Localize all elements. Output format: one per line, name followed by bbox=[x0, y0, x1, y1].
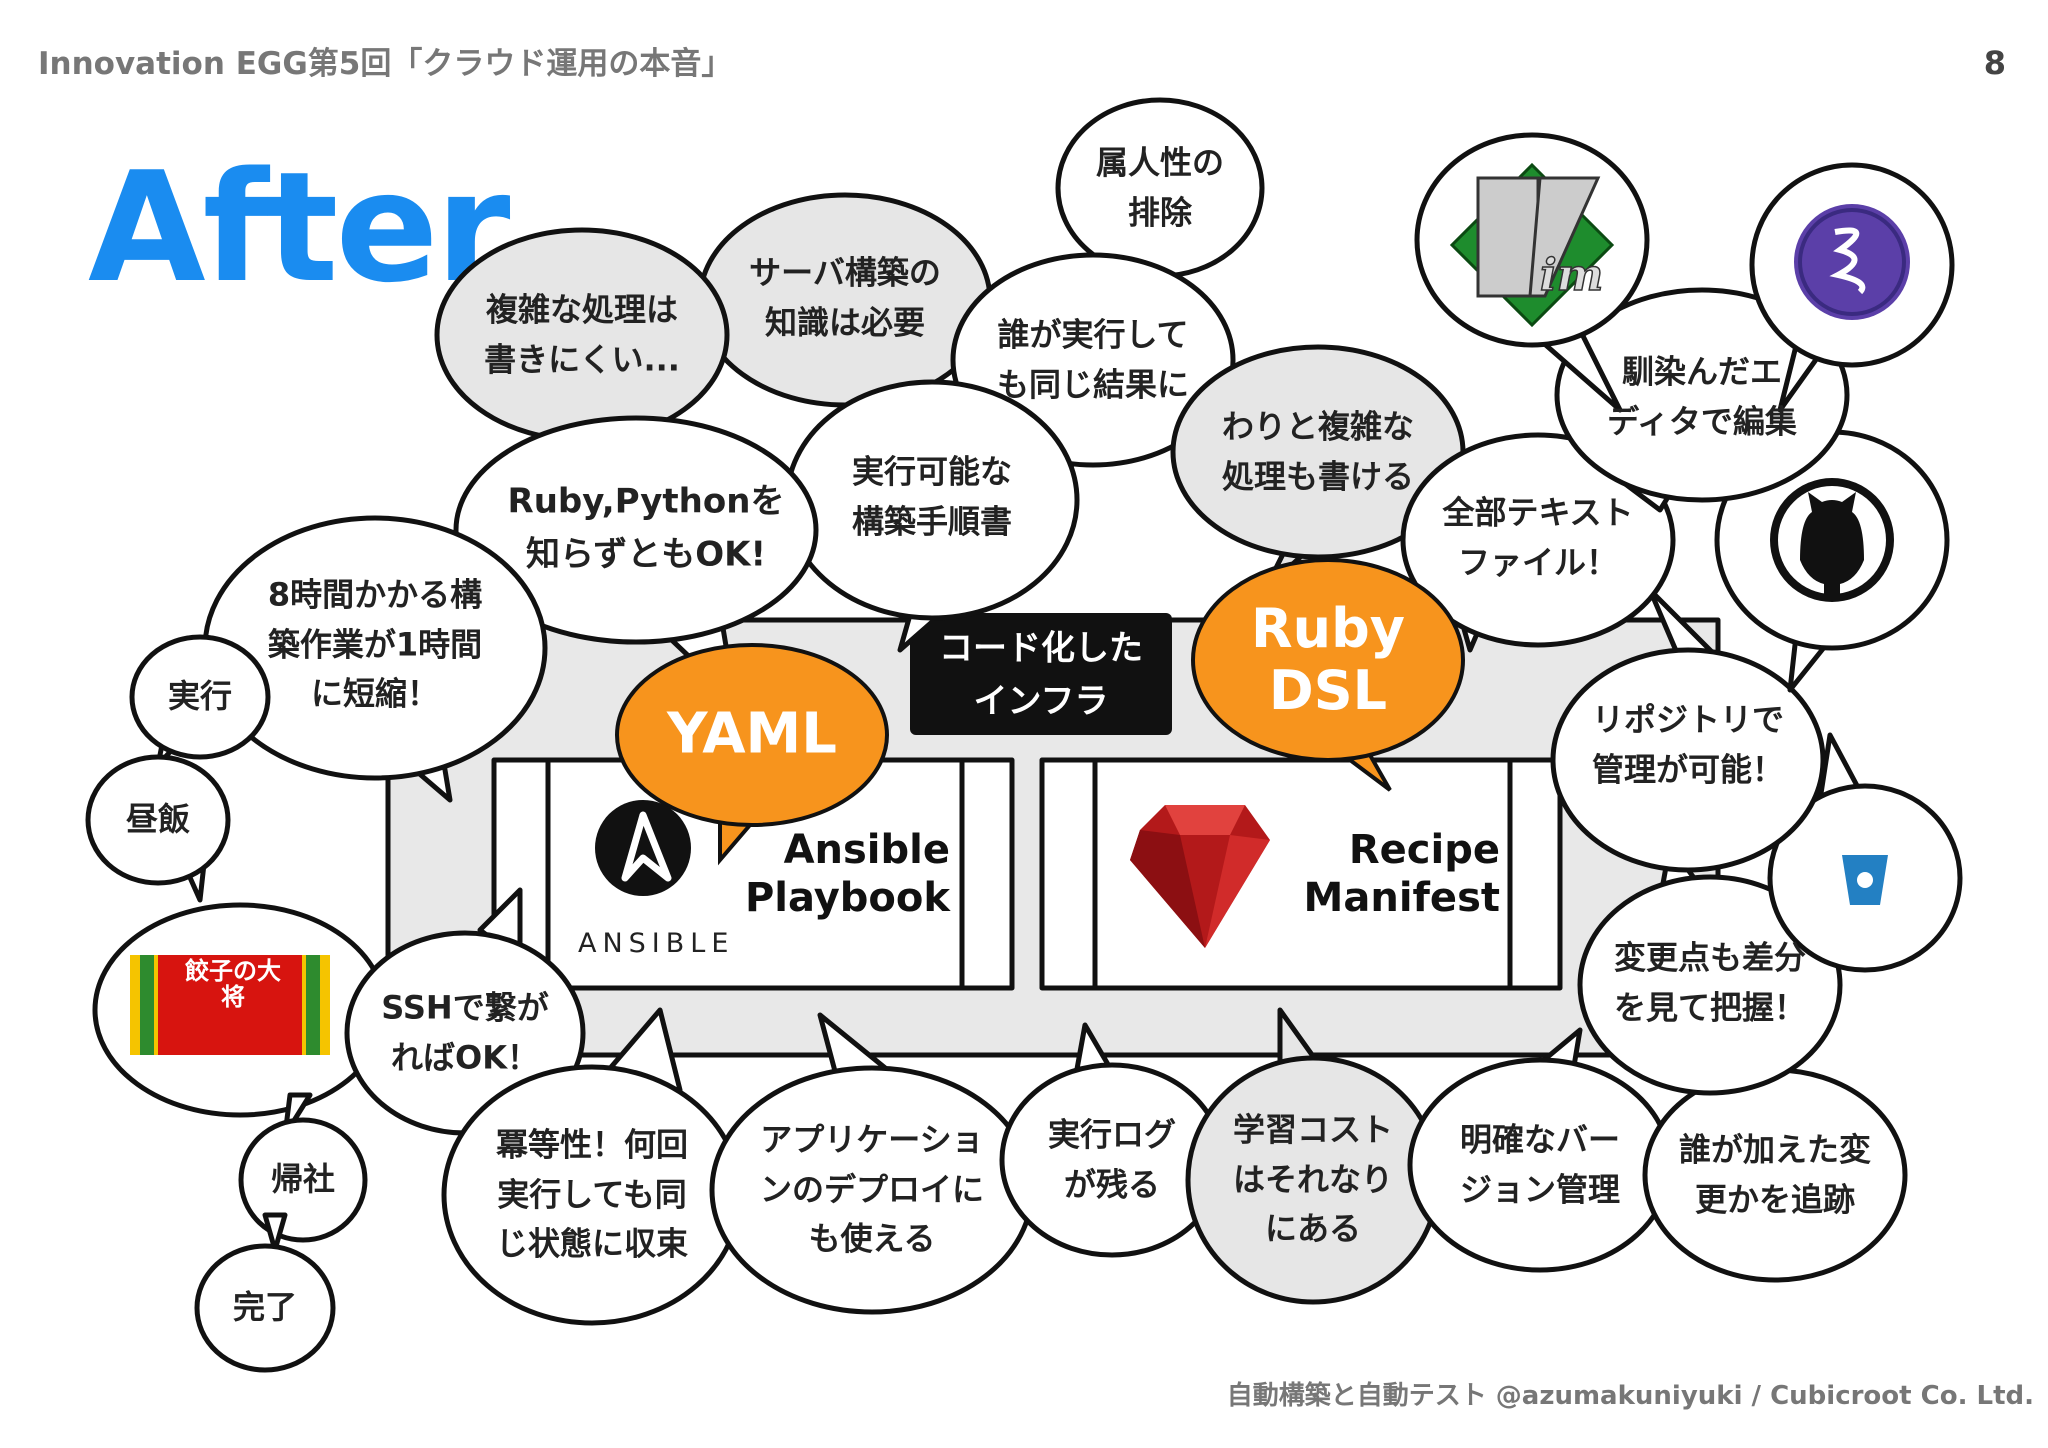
bubble-fukuzatsu-text: 複雑な処理は 書きにくい... bbox=[484, 290, 680, 378]
bubble-zokujin-text: 属人性の 排除 bbox=[1095, 143, 1225, 231]
slide-heading: After bbox=[88, 139, 510, 316]
vim-icon: im bbox=[1449, 162, 1615, 328]
bubble-repo-text: リポジトリで 管理が可能！ bbox=[1591, 700, 1785, 788]
bubble-yaml bbox=[615, 643, 889, 866]
page-number: 8 bbox=[1983, 44, 2006, 82]
gyoza-logo-text: 餃子の大将 bbox=[185, 957, 281, 1012]
github-icon bbox=[1770, 478, 1894, 602]
bubble-log-text: 実行ログ が残る bbox=[1047, 1115, 1177, 1203]
code-infra-label: コード化した インフラ bbox=[939, 622, 1143, 727]
bubble-hirumeshi-text: 昼飯 bbox=[125, 800, 191, 839]
code-infra-label-bg bbox=[910, 613, 1172, 735]
bubble-hachi bbox=[202, 515, 548, 803]
bubble-ssh-text: SSHで繋が ればOK！ bbox=[381, 988, 549, 1076]
bubble-kanryo bbox=[194, 1212, 336, 1373]
ansible-logo-icon bbox=[595, 800, 691, 896]
bubble-gakushu bbox=[1185, 1007, 1441, 1305]
code-infra-label-text: コード化した インフラ bbox=[939, 628, 1143, 721]
bubble-dare-text: 誰が実行して も同じ結果に bbox=[996, 315, 1190, 403]
bubble-jikkou-text: 実行 bbox=[167, 677, 233, 716]
svg-text:im: im bbox=[1540, 250, 1603, 301]
gyoza-logo-icon bbox=[130, 955, 330, 1055]
bubble-rubypython-text: Ruby,Pythonを 知らずともOK! bbox=[507, 481, 785, 574]
bubble-hachi-text: 8時間かかる構 築作業が1時間 に短縮！ bbox=[267, 575, 483, 713]
bubble-repo bbox=[1550, 587, 1826, 873]
ruby-dsl-label: Ruby DSL bbox=[1251, 596, 1405, 722]
ansible-wordmark: ANSIBLE bbox=[578, 928, 735, 959]
bubble-gakushu-text: 学習コスト はそれなり にある bbox=[1232, 1110, 1394, 1248]
bubble-server-text: サーバ構築の 知識は必要 bbox=[749, 253, 941, 341]
bubble-jikkou-kanou-text: 実行可能な 構築手順書 bbox=[851, 452, 1013, 540]
bubble-najimi-text: 馴染んだエ ディタで編集 bbox=[1607, 352, 1797, 440]
slide-footer: 自動構築と自動テスト @azumakuniyuki / Cubicroot Co… bbox=[1226, 1381, 2034, 1411]
recipe-box bbox=[1039, 757, 1563, 991]
bubble-warito-text: わりと複雑な 処理も書ける bbox=[1221, 407, 1415, 495]
bubble-hirumeshi bbox=[85, 754, 231, 903]
emacs-icon bbox=[1794, 204, 1910, 320]
bubble-henkou bbox=[1577, 842, 1843, 1096]
bubble-ruby-dsl bbox=[1191, 558, 1465, 792]
bubble-warito bbox=[1170, 344, 1466, 593]
bubble-app-text: アプリケーショ ンのデプロイに も使える bbox=[759, 1120, 985, 1258]
bubble-darega-text: 誰が加えた変 更かを追跡 bbox=[1678, 1130, 1872, 1218]
bubble-zenbu-text: 全部テキスト ファイル！ bbox=[1442, 493, 1634, 581]
bubble-app bbox=[709, 1012, 1035, 1315]
bubble-meikaku-text: 明確なバー ジョン管理 bbox=[1459, 1120, 1621, 1208]
ansible-playbook-title: Ansible Playbook bbox=[744, 827, 950, 921]
bubble-jikkou bbox=[129, 634, 271, 768]
yaml-label: YAML bbox=[667, 701, 837, 767]
recipe-manifest-title: Recipe Manifest bbox=[1303, 827, 1500, 921]
bubble-log bbox=[999, 1022, 1225, 1258]
bubble-kanryo-text: 完了 bbox=[232, 1288, 298, 1327]
bubble-henkou-text: 変更点も差分 を見て把握！ bbox=[1613, 938, 1807, 1026]
bubble-zenbu bbox=[1400, 432, 1676, 653]
slide-header: Innovation EGG第5回「クラウド運用の本音」 bbox=[38, 46, 733, 82]
ruby-gem-icon bbox=[1130, 805, 1270, 948]
bubble-kisha bbox=[238, 1092, 368, 1243]
bubble-najimi bbox=[1554, 287, 1850, 513]
bubble-kisha-text: 帰社 bbox=[270, 1160, 336, 1199]
bubble-bekitou-text: 冪等性！何回 実行しても同 じ状態に収束 bbox=[495, 1125, 689, 1263]
bitbucket-icon bbox=[1842, 855, 1888, 905]
